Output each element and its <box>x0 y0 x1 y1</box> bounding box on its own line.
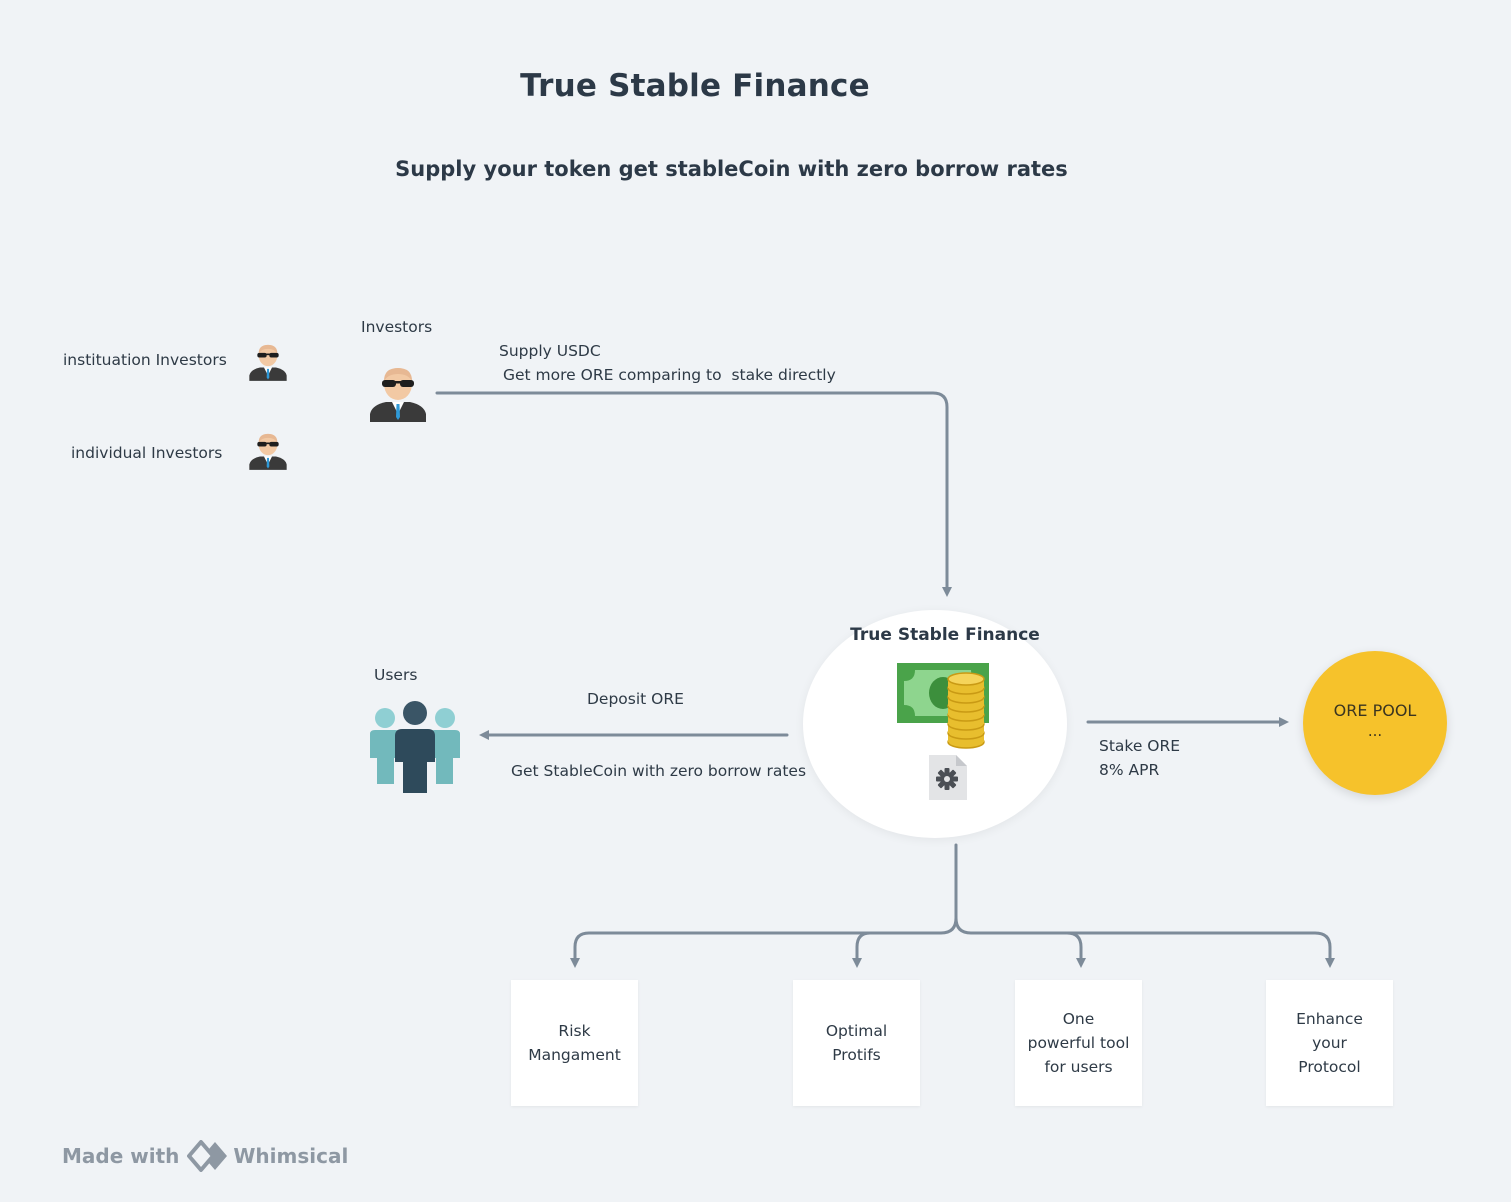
made-with-label: Made with <box>62 1144 180 1168</box>
stablecoin-edge-label: Get StableCoin with zero borrow rates <box>511 762 807 780</box>
investor-icon <box>370 368 426 422</box>
institution-investors-label: instituation Investors <box>63 351 227 369</box>
feature-trunk <box>570 843 958 968</box>
whimsical-logo-icon <box>187 1140 228 1172</box>
apr-edge-label: 8% APR <box>1099 761 1160 779</box>
feature-card-risk[interactable]: Risk Mangament <box>511 980 638 1106</box>
individual-investors-label: individual Investors <box>71 444 223 462</box>
feature-card-protocol[interactable]: Enhance your Protocol <box>1266 980 1393 1106</box>
money-icon <box>897 663 989 749</box>
page-title: True Stable Finance <box>520 68 870 104</box>
supply-connector <box>435 391 952 597</box>
whimsical-brand-label: Whimsical <box>233 1144 349 1168</box>
investors-label: Investors <box>361 318 433 336</box>
ore-pool-sub: ... <box>1367 722 1383 740</box>
individual-investor-icon <box>249 433 287 470</box>
settings-document-icon <box>929 755 967 800</box>
supply-edge-label-1: Supply USDC <box>499 342 601 360</box>
ore-pool-node[interactable]: ORE POOL ... <box>1303 651 1447 795</box>
made-with-badge[interactable]: Made with Whimsical <box>62 1140 348 1172</box>
institution-investor-icon <box>249 344 287 381</box>
page-subtitle: Supply your token get stableCoin with ze… <box>395 157 1068 181</box>
stake-edge-label: Stake ORE <box>1099 737 1181 755</box>
users-group-icon <box>370 701 460 793</box>
hub-label: True Stable Finance <box>850 625 1040 645</box>
feature-card-tool[interactable]: One powerful tool for users <box>1015 980 1142 1106</box>
hub-node[interactable] <box>803 610 1067 838</box>
ore-pool-label: ORE POOL <box>1333 701 1417 720</box>
users-label: Users <box>374 666 418 684</box>
feature-card-profits[interactable]: Optimal Protifs <box>793 980 920 1106</box>
supply-edge-label-2: Get more ORE comparing to stake directly <box>503 366 836 384</box>
deposit-edge-label: Deposit ORE <box>587 690 684 708</box>
